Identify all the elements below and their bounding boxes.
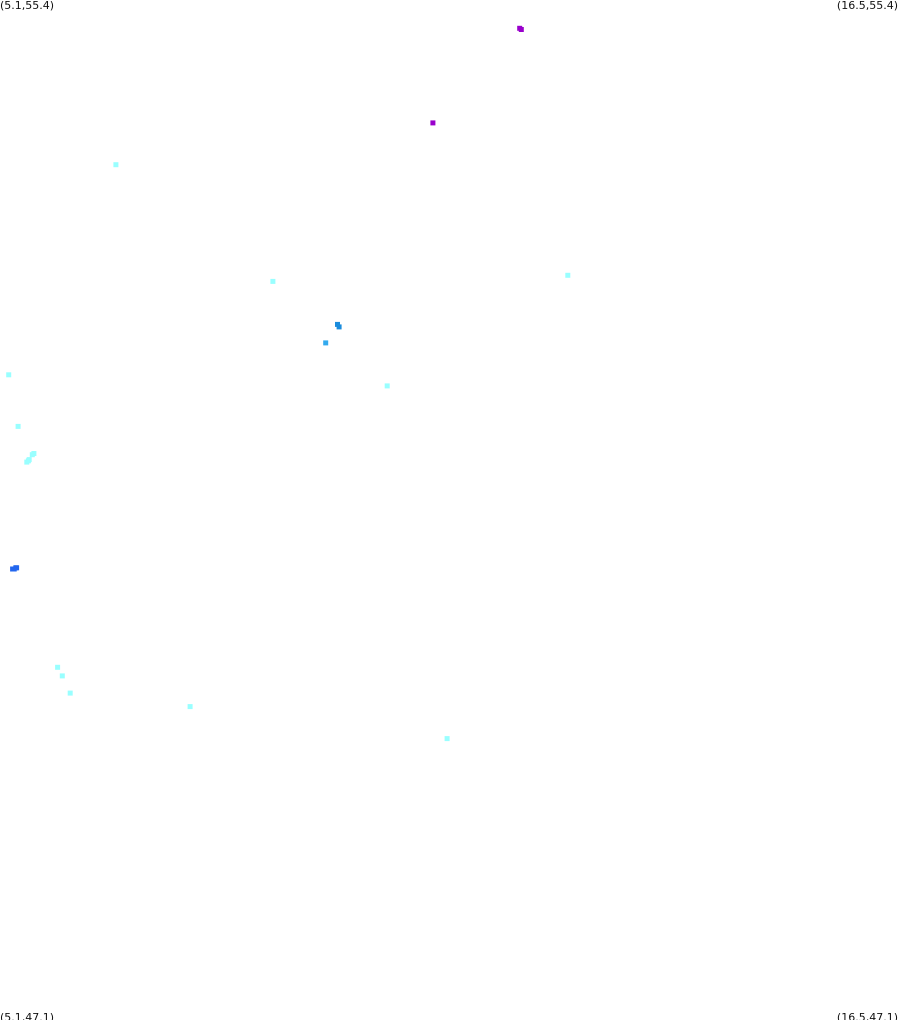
map-point-22 (55, 664, 61, 670)
corner-label-top-left: (5.1,55.4) (0, 0, 55, 12)
map-point-17 (31, 451, 37, 456)
map-point-21 (14, 565, 20, 571)
map-point-2 (518, 27, 524, 32)
map-point-6 (565, 272, 571, 278)
map-point-5 (270, 278, 276, 284)
map-point-4 (113, 162, 119, 168)
map-point-15 (26, 457, 32, 463)
corner-label-bottom-left: (5.1,47.1) (0, 1011, 55, 1020)
map-point-8 (336, 324, 342, 330)
map-point-3 (430, 120, 436, 126)
map-point-12 (15, 423, 21, 429)
map-point-11 (384, 383, 390, 389)
map-point-26 (444, 736, 450, 742)
map-point-25 (187, 704, 193, 710)
map-point-23 (59, 673, 65, 679)
corner-label-top-right: (16.5,55.4) (836, 0, 898, 12)
map-point-9 (323, 340, 329, 346)
map-point-24 (67, 690, 73, 696)
map-point-10 (6, 372, 12, 378)
corner-label-bottom-right: (16.5,47.1) (836, 1011, 898, 1020)
